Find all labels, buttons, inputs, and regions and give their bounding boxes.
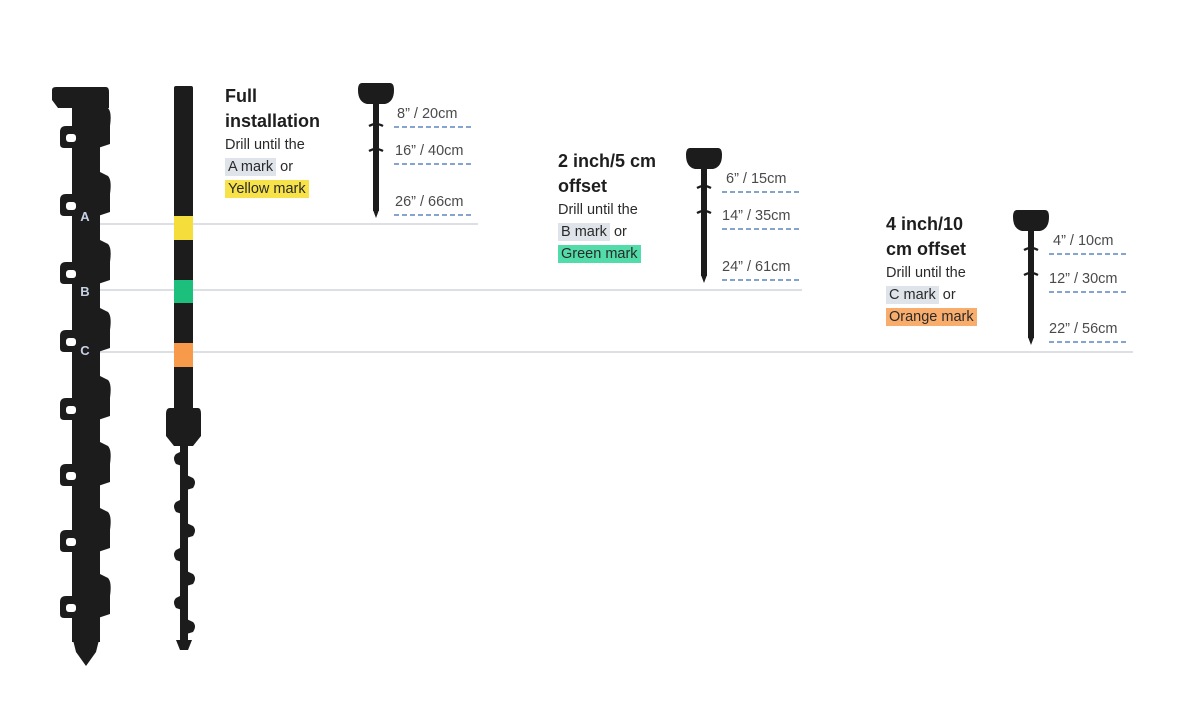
measurement-1: 4” / 10cm (1053, 233, 1114, 249)
drill-bit-icon (166, 86, 201, 650)
auger-icon (52, 87, 111, 666)
stake-icon-2inch (686, 148, 722, 283)
letter-mark: A mark (225, 158, 277, 176)
color-mark: Green mark (558, 245, 641, 263)
color-mark: Yellow mark (225, 180, 309, 198)
measurement-2: 12” / 30cm (1049, 271, 1118, 287)
measurement-2: 14” / 35cm (722, 208, 791, 224)
drill-instruction: Drill until the B mark or Green mark (558, 199, 656, 265)
auger-gap (66, 338, 76, 346)
letter-mark: B mark (558, 223, 610, 241)
section-full-installation: Full installation Drill until the A mark… (225, 84, 320, 200)
auger-gap (66, 472, 76, 480)
measurement-3: 22” / 56cm (1049, 321, 1118, 337)
measurement-1: 6” / 15cm (726, 171, 787, 187)
stake-icon-4inch (1013, 210, 1049, 345)
auger-label-c: C (80, 343, 90, 358)
section-2inch-offset: 2 inch/5 cm offset Drill until the B mar… (558, 149, 656, 265)
measurement-2: 16” / 40cm (395, 143, 464, 159)
measurement-1: 8” / 20cm (397, 106, 458, 122)
or-text: or (280, 159, 294, 175)
drill-text: Drill until the (558, 202, 638, 218)
section-title: 2 inch/5 cm offset (558, 149, 656, 199)
yellow-mark (174, 216, 193, 240)
section-4inch-offset: 4 inch/10 cm offset Drill until the C ma… (886, 212, 977, 328)
letter-mark: C mark (886, 286, 939, 304)
title-line-2: cm offset (886, 239, 967, 259)
drill-instruction: Drill until the A mark or Yellow mark (225, 134, 320, 200)
title-line-2: installation (225, 111, 321, 131)
drill-text: Drill until the (225, 137, 305, 153)
color-mark: Orange mark (886, 308, 977, 326)
auger-label-b: B (80, 284, 89, 299)
drill-instruction: Drill until the C mark or Orange mark (886, 262, 977, 328)
auger-gap (66, 406, 76, 414)
or-text: or (942, 287, 956, 303)
auger-label-a: A (80, 209, 90, 224)
title-line-1: Full (225, 86, 257, 106)
or-text: or (613, 224, 627, 240)
drill-text: Drill until the (886, 265, 966, 281)
auger-gap (66, 134, 76, 142)
auger-gap (66, 202, 76, 210)
green-mark (174, 280, 193, 303)
title-line-1: 2 inch/5 cm (558, 151, 657, 171)
measurement-dashes (394, 126, 1129, 343)
section-title: 4 inch/10 cm offset (886, 212, 977, 262)
auger-gap (66, 270, 76, 278)
auger-gap (66, 604, 76, 612)
measurement-3: 26” / 66cm (395, 194, 464, 210)
section-title: Full installation (225, 84, 320, 134)
stake-icon-full (358, 83, 394, 218)
title-line-1: 4 inch/10 (886, 214, 964, 234)
measurement-3: 24” / 61cm (722, 259, 791, 275)
title-line-2: offset (558, 176, 607, 196)
auger-gap (66, 538, 76, 546)
orange-mark (174, 343, 193, 367)
